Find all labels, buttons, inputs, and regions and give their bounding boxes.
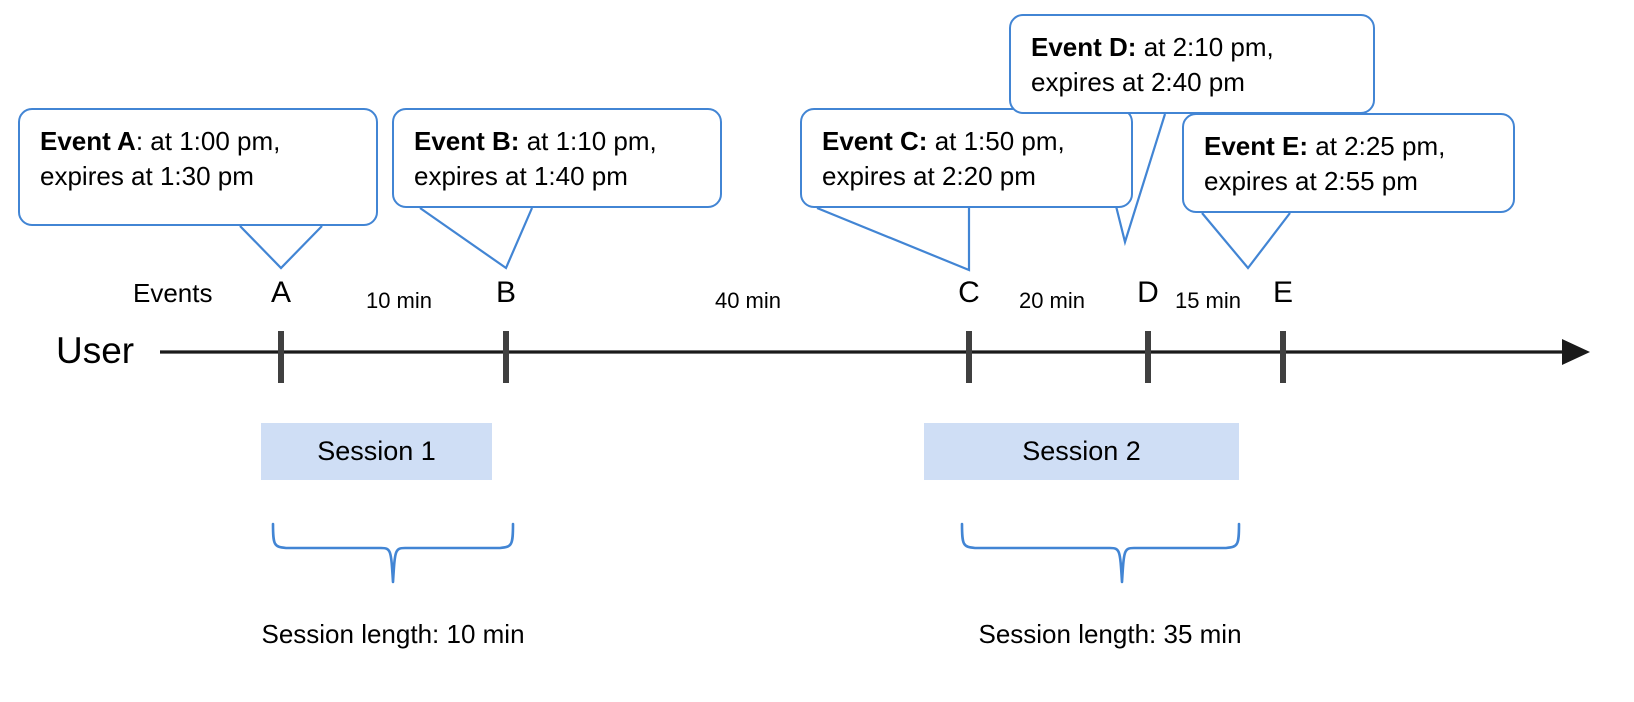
callout-c-line2: expires at 2:20 pm bbox=[822, 160, 1036, 191]
callout-tail-a bbox=[239, 225, 323, 270]
callout-b-line1: at 1:10 pm, bbox=[519, 126, 657, 156]
callout-tail-b bbox=[419, 207, 534, 270]
callout-a-sep: : bbox=[135, 126, 144, 156]
event-marker-label-c: C bbox=[958, 276, 980, 309]
session-1-length-caption: Session length: 10 min bbox=[261, 619, 525, 649]
session-box-2: Session 2 bbox=[924, 423, 1239, 480]
session-2-length-caption: Session length: 35 min bbox=[978, 619, 1242, 649]
event-marker-label-d: D bbox=[1137, 276, 1159, 309]
callout-tail-e bbox=[1201, 212, 1291, 270]
event-tick-group bbox=[278, 331, 1286, 383]
event-marker-label-a: A bbox=[270, 276, 292, 309]
callout-e-line2: expires at 2:55 pm bbox=[1204, 165, 1418, 196]
callout-e-lead: Event E: bbox=[1204, 131, 1309, 161]
event-marker-label-b: B bbox=[495, 276, 517, 309]
callout-c-line1: at 1:50 pm, bbox=[927, 126, 1065, 156]
callout-b-line2: expires at 1:40 pm bbox=[414, 160, 628, 191]
callout-d-line2: expires at 2:40 pm bbox=[1031, 66, 1245, 97]
session-2-label: Session 2 bbox=[1022, 436, 1141, 466]
callout-event-d: Event D: at 2:10 pm, expires at 2:40 pm bbox=[1009, 14, 1375, 114]
callout-d-lead: Event D: bbox=[1031, 32, 1137, 62]
session-box-1: Session 1 bbox=[261, 423, 492, 480]
callout-event-b: Event B: at 1:10 pm, expires at 1:40 pm bbox=[392, 108, 722, 208]
timeline-arrowhead-icon bbox=[1562, 339, 1590, 365]
axis-row-label-events: Events bbox=[133, 278, 213, 308]
axis-lane-label-user: User bbox=[56, 330, 135, 371]
callout-event-c: Event C: at 1:50 pm, expires at 2:20 pm bbox=[800, 108, 1133, 208]
interval-label-c-d: 20 min bbox=[1018, 288, 1086, 313]
timeline-axis bbox=[160, 339, 1590, 365]
callout-c-lead: Event C: bbox=[822, 126, 928, 156]
session-2-brace bbox=[960, 522, 1241, 584]
interval-label-a-b: 10 min bbox=[365, 288, 433, 313]
event-marker-label-e: E bbox=[1272, 276, 1294, 309]
session-1-label: Session 1 bbox=[317, 436, 436, 466]
callout-tail-c bbox=[816, 206, 971, 272]
callout-a-line1: at 1:00 pm, bbox=[143, 126, 281, 156]
callout-a-line2: expires at 1:30 pm bbox=[40, 160, 254, 191]
interval-label-d-e: 15 min bbox=[1174, 288, 1242, 313]
callout-a-lead: Event A bbox=[40, 126, 136, 156]
callout-b-lead: Event B: bbox=[414, 126, 520, 156]
interval-label-b-c: 40 min bbox=[714, 288, 782, 313]
callout-event-e: Event E: at 2:25 pm, expires at 2:55 pm bbox=[1182, 113, 1515, 213]
callout-event-a: Event A: at 1:00 pm, expires at 1:30 pm bbox=[18, 108, 378, 226]
callout-e-line1: at 2:25 pm, bbox=[1308, 131, 1446, 161]
callout-d-line1: at 2:10 pm, bbox=[1136, 32, 1274, 62]
session-1-brace bbox=[271, 522, 515, 584]
